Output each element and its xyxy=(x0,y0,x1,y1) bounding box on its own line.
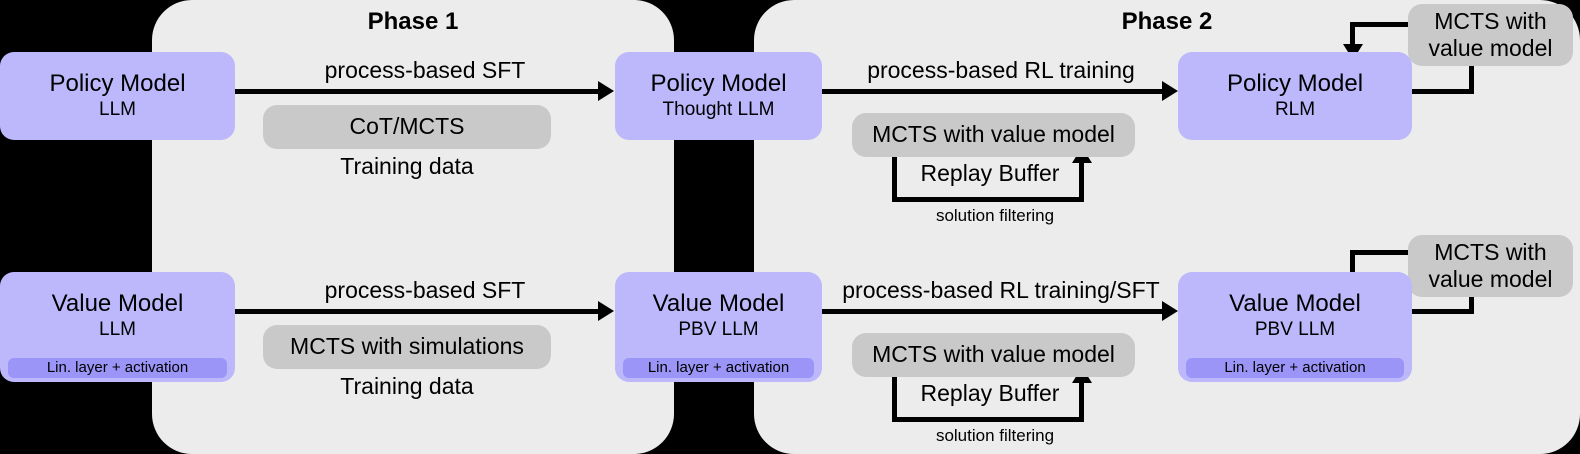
policy-model-box-2-sub: Thought LLM xyxy=(662,99,775,121)
pill-mcts-value-model-bottom-label: MCTS with value model xyxy=(872,341,1115,368)
feedback-loop-top-right-riser xyxy=(1469,66,1474,94)
value-model-box-3[interactable]: Value Model PBV LLM Lin. layer + activat… xyxy=(1178,272,1412,382)
pill-mcts-simulations-label: MCTS with simulations xyxy=(290,333,524,360)
value-model-box-1[interactable]: Value Model LLM Lin. layer + activation xyxy=(0,272,235,382)
policy-model-box-3-title: Policy Model xyxy=(1226,69,1364,97)
feedback-loop-top-out xyxy=(1412,89,1474,94)
value-model-box-2-sub: PBV LLM xyxy=(678,319,759,341)
pill-loop-mcts-bottom[interactable]: MCTS with value model xyxy=(1408,235,1573,297)
arrow-line-sft-top xyxy=(235,89,598,94)
replay-loop-bottom-right xyxy=(1079,382,1084,422)
pill-loop-mcts-bottom-label: MCTS with value model xyxy=(1428,238,1553,292)
caption-training-data-top: Training data xyxy=(340,153,474,179)
pill-mcts-simulations[interactable]: MCTS with simulations xyxy=(263,325,551,369)
policy-model-box-1[interactable]: Policy Model LLM xyxy=(0,52,235,140)
value-model-box-2-title: Value Model xyxy=(652,289,785,317)
phase-2-title: Phase 2 xyxy=(1121,8,1213,35)
arrowhead-sft-top xyxy=(598,81,614,101)
feedback-loop-bottom-out xyxy=(1412,309,1474,314)
policy-model-box-2[interactable]: Policy Model Thought LLM xyxy=(615,52,822,140)
value-model-box-1-title: Value Model xyxy=(51,289,184,317)
pill-loop-mcts-top[interactable]: MCTS with value model xyxy=(1408,4,1573,66)
value-model-box-2-badge: Lin. layer + activation xyxy=(623,358,814,378)
arrow-label-rl-bottom: process-based RL training/SFT xyxy=(842,277,1160,303)
arrow-line-rl-bottom xyxy=(822,309,1162,314)
policy-model-box-3-sub: RLM xyxy=(1274,99,1316,121)
policy-model-box-1-title: Policy Model xyxy=(49,69,186,97)
policy-model-box-2-title: Policy Model xyxy=(650,69,787,97)
replay-loop-top-bottom xyxy=(892,197,1084,202)
policy-model-box-1-sub: LLM xyxy=(99,99,136,121)
replay-loop-top-left xyxy=(892,157,897,202)
label-replay-buffer-bottom: Replay Buffer xyxy=(920,380,1060,406)
caption-solution-filtering-bottom: solution filtering xyxy=(935,426,1055,445)
value-model-box-3-sub: PBV LLM xyxy=(1254,319,1336,341)
arrowhead-sft-bottom xyxy=(598,301,614,321)
replay-loop-bottom-bottom xyxy=(892,417,1084,422)
feedback-loop-top-left-drop xyxy=(1350,22,1355,46)
caption-training-data-bottom: Training data xyxy=(340,373,474,399)
replay-loop-top-right xyxy=(1079,162,1084,202)
phase-1-title: Phase 1 xyxy=(367,8,459,35)
feedback-loop-bottom-right-riser xyxy=(1469,295,1474,314)
value-model-box-3-title: Value Model xyxy=(1229,289,1361,317)
phase-2-panel xyxy=(754,0,1580,454)
arrow-label-sft-bottom: process-based SFT xyxy=(324,277,526,303)
value-model-box-3-badge: Lin. layer + activation xyxy=(1186,358,1404,378)
arrowhead-rl-top xyxy=(1162,81,1178,101)
pill-mcts-value-model-top-label: MCTS with value model xyxy=(872,121,1115,148)
pill-cot-mcts[interactable]: CoT/MCTS xyxy=(263,105,551,149)
value-model-box-1-badge: Lin. layer + activation xyxy=(8,358,227,378)
label-replay-buffer-top: Replay Buffer xyxy=(920,160,1060,186)
pill-mcts-value-model-top[interactable]: MCTS with value model xyxy=(852,113,1135,157)
phase-1-panel xyxy=(152,0,674,454)
arrowhead-rl-bottom xyxy=(1162,301,1178,321)
arrow-line-sft-bottom xyxy=(235,309,598,314)
feedback-loop-bottom-left-drop xyxy=(1350,250,1355,274)
replay-loop-bottom-left xyxy=(892,377,897,422)
arrow-label-sft-top: process-based SFT xyxy=(324,57,526,83)
arrow-label-rl-top: process-based RL training xyxy=(867,57,1135,83)
caption-solution-filtering-top: solution filtering xyxy=(935,206,1055,225)
arrow-line-rl-top xyxy=(822,89,1162,94)
pill-mcts-value-model-bottom[interactable]: MCTS with value model xyxy=(852,333,1135,377)
value-model-box-2[interactable]: Value Model PBV LLM Lin. layer + activat… xyxy=(615,272,822,382)
pill-cot-mcts-label: CoT/MCTS xyxy=(349,113,465,140)
pill-loop-mcts-top-label: MCTS with value model xyxy=(1428,7,1553,61)
value-model-box-1-sub: LLM xyxy=(99,319,136,341)
policy-model-box-3[interactable]: Policy Model RLM xyxy=(1178,52,1412,140)
